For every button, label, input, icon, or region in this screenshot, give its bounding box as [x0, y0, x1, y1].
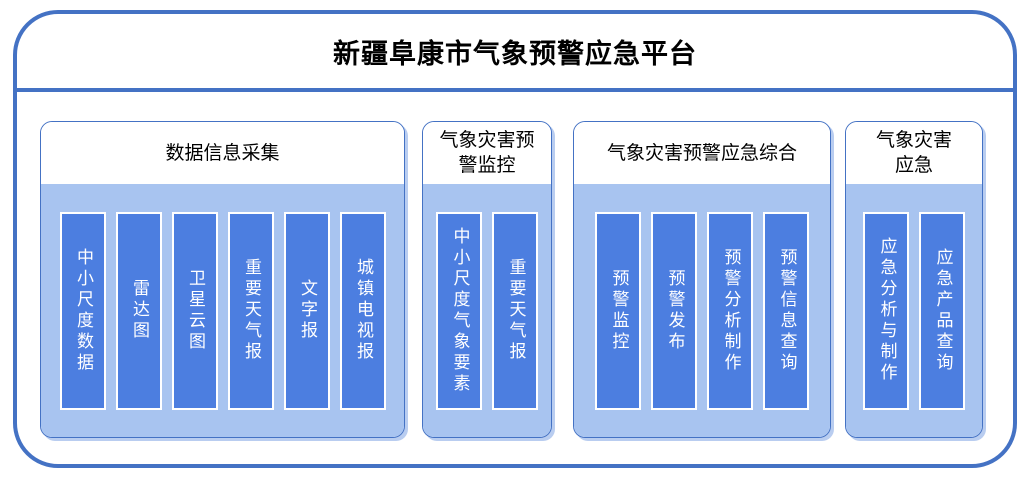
module-label: 重要天气报: [505, 258, 526, 363]
group-disaster-emergency: 气象灾害应急 应急分析与制作 应急产品查询: [845, 121, 983, 438]
group-header-label: 气象灾害应急: [875, 129, 952, 176]
module-box: 重要天气报: [492, 211, 538, 410]
module-box: 应急分析与制作: [863, 211, 909, 410]
group-disaster-warning-monitoring: 气象灾害预警监控 中小尺度气象要素 重要天气报: [422, 121, 552, 438]
group-header-label: 气象灾害预警监控: [439, 129, 535, 176]
module-label: 预警监控: [608, 268, 629, 353]
group-header-label: 数据信息采集: [165, 141, 280, 164]
group-warning-emergency-comprehensive: 气象灾害预警应急综合 预警监控 预警发布 预警分析制作 预警信息查询: [573, 121, 831, 438]
module-box: 中小尺度数据: [59, 211, 106, 410]
title-band: 新疆阜康市气象预警应急平台: [17, 14, 1013, 92]
module-label: 应急产品查询: [932, 247, 953, 374]
module-label: 中小尺度气象要素: [449, 226, 470, 395]
module-box: 城镇电视报: [339, 211, 386, 410]
group-body: 应急分析与制作 应急产品查询: [846, 184, 982, 437]
group-body: 中小尺度气象要素 重要天气报: [423, 184, 551, 437]
module-box: 重要天气报: [227, 211, 274, 410]
module-box: 预警发布: [651, 211, 697, 410]
module-label: 重要天气报: [241, 258, 261, 363]
module-box: 中小尺度气象要素: [436, 211, 482, 410]
group-body: 中小尺度数据 雷达图 卫星云图 重要天气报 文字报 城镇电视报: [41, 184, 404, 437]
group-data-info-collection: 数据信息采集 中小尺度数据 雷达图 卫星云图 重要天气报 文字报 城镇电视报: [40, 121, 405, 438]
group-header: 气象灾害应急: [846, 122, 982, 184]
module-label: 预警发布: [664, 268, 685, 353]
group-header-label: 气象灾害预警应急综合: [606, 141, 797, 164]
module-box: 预警信息查询: [763, 211, 809, 410]
module-label: 卫星云图: [185, 268, 205, 353]
module-box: 文字报: [283, 211, 330, 410]
module-box: 应急产品查询: [919, 211, 965, 410]
module-label: 中小尺度数据: [73, 247, 93, 374]
module-label: 文字报: [297, 279, 317, 342]
module-box: 雷达图: [115, 211, 162, 410]
module-label: 雷达图: [129, 279, 149, 342]
group-body: 预警监控 预警发布 预警分析制作 预警信息查询: [574, 184, 830, 437]
module-box: 预警监控: [595, 211, 641, 410]
module-box: 预警分析制作: [707, 211, 753, 410]
group-header: 气象灾害预警监控: [423, 122, 551, 184]
group-header: 气象灾害预警应急综合: [574, 122, 830, 184]
module-label: 预警信息查询: [776, 247, 797, 374]
module-label: 应急分析与制作: [876, 237, 897, 384]
page-title: 新疆阜康市气象预警应急平台: [333, 38, 697, 70]
group-header: 数据信息采集: [41, 122, 404, 184]
module-box: 卫星云图: [171, 211, 218, 410]
module-label: 城镇电视报: [353, 258, 373, 363]
module-label: 预警分析制作: [720, 247, 741, 374]
